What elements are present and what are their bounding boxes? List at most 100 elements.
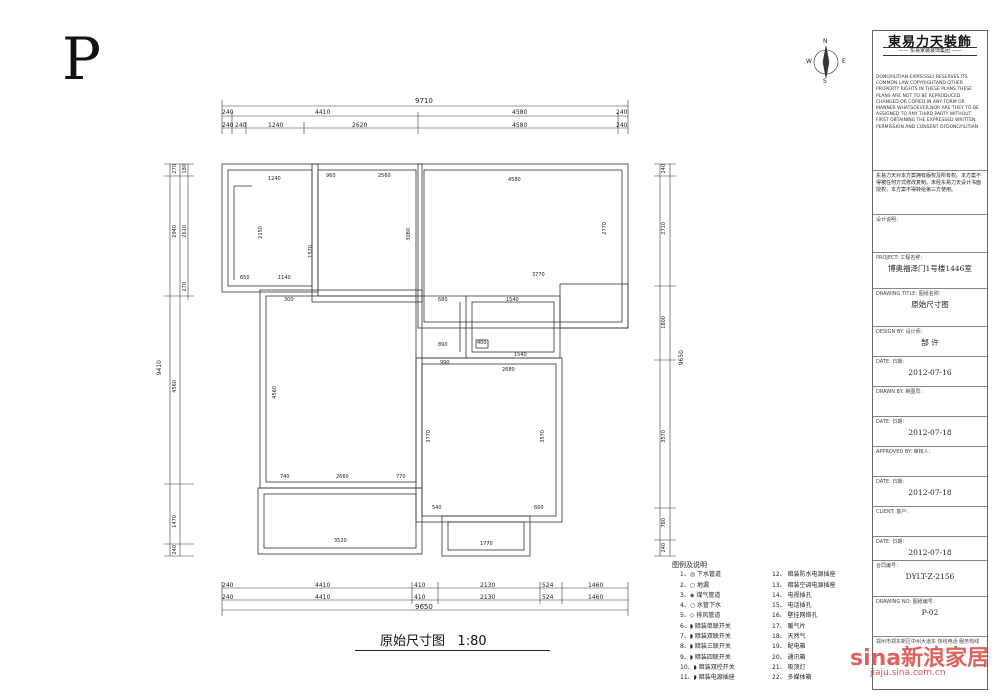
legend-item: 22、 多媒体箱 xyxy=(772,674,812,682)
room-dim-21: 3570 xyxy=(540,430,546,443)
company-logo: 東易力天裝飾 xyxy=(887,35,972,50)
design-by-row: DESIGN BY: 设计师： 郜 许 xyxy=(873,326,987,356)
dimension-bottom-total: 9650 xyxy=(415,603,433,611)
dimension-bottom-row1-4: 524 xyxy=(542,582,554,589)
drawing-caption: 原始尺寸图 1:80 xyxy=(380,630,487,649)
dimension-top-row1-0: 240 xyxy=(222,109,234,116)
dimension-right-1: 2710 xyxy=(661,222,667,235)
dimension-bottom-row1-5: 1460 xyxy=(588,582,604,589)
copyright-cn-text: 东易力天对本方案拥有版权及所有权。本方案不得被任何方式修改复制。未经东易力天设计… xyxy=(876,173,982,193)
legend-item: 13、 暗装空调电源插座 xyxy=(772,581,836,589)
design-by-value: 郜 许 xyxy=(921,338,939,347)
design-note-label: 设计说明： xyxy=(876,217,902,223)
room-dim-14: 890 xyxy=(438,342,448,348)
legend-item: 10、◗ 暗装双控开关 xyxy=(680,663,735,671)
title-block: 東易力天裝飾 —— 东易家装装饰集团 —— DONGYILITIAN EXPRE… xyxy=(872,30,988,690)
date1-row: DATE: 日期： 2012-07-16 xyxy=(873,356,987,386)
dimension-top-row1-2: 4580 xyxy=(512,109,528,116)
drawing-title-row: DRAWING TITLE: 图纸名称： 原始尺寸图 xyxy=(873,288,987,326)
dimension-bottom-row2-3: 2130 xyxy=(480,594,496,601)
legend-item: 15、 电话插孔 xyxy=(772,602,812,610)
room-dim-17: 990 xyxy=(440,360,450,366)
room-dim-11: 680 xyxy=(438,297,448,303)
dimension-bottom-row2-0: 240 xyxy=(222,594,234,601)
legend-item: 9、◗ 暗装四联开关 xyxy=(680,653,731,661)
dimension-bottom-row1-0: 240 xyxy=(222,582,234,589)
legend-item: 20、 通讯箱 xyxy=(772,653,806,661)
room-dim-16: 1540 xyxy=(514,352,527,358)
company-subtitle: —— 东易家装装饰集团 —— xyxy=(883,47,977,56)
room-dim-26: 540 xyxy=(432,505,442,511)
room-dim-24: 770 xyxy=(396,474,406,480)
contract-label: 合同编号： xyxy=(876,563,902,569)
dimension-top-row2-5: 240 xyxy=(616,122,628,129)
legend-item: 4、○ 水管下水 xyxy=(680,602,721,610)
dimension-right-5: 240 xyxy=(661,543,667,553)
legend-item: 14、 电视插孔 xyxy=(772,591,812,599)
room-dim-22: 740 xyxy=(280,474,290,480)
legend-title: 图例及说明 xyxy=(672,561,707,569)
dimension-right-total: 9650 xyxy=(678,350,685,366)
date3-row: DATE: 日期： 2012-07-18 xyxy=(873,476,987,506)
compass xyxy=(813,45,839,79)
drawn-by-row: DRAWN BY: 制图员： xyxy=(873,386,987,416)
date3-value: 2012-07-18 xyxy=(908,488,952,497)
dimension-top-row2-1: 240 xyxy=(235,122,247,129)
dimension-left-total: 9410 xyxy=(156,360,163,376)
caption-scale: 1:80 xyxy=(457,634,487,649)
project-label: PROJECT: 工程名称： xyxy=(876,255,926,261)
drawing-no-value: P-02 xyxy=(921,608,939,617)
contract-value: DYLT-Z-2156 xyxy=(905,572,955,581)
dimension-lines xyxy=(164,100,676,616)
date2-value: 2012-07-18 xyxy=(908,428,952,437)
drawing-no-row: DRAWING NO: 图纸编号： P-02 xyxy=(873,596,987,636)
dimension-left-3: 1470 xyxy=(172,515,178,528)
drawing-no-label: DRAWING NO: 图纸编号： xyxy=(876,599,938,605)
room-dim-1: 960 xyxy=(326,173,336,179)
sina-watermark-url: jiaju.sina.com.cn xyxy=(870,668,946,678)
date1-label: DATE: 日期： xyxy=(876,359,908,365)
legend-right-column: 12、 暗装防水电源插座 13、 暗装空调电源插座 14、 电视插孔 15、 电… xyxy=(772,570,860,683)
floor-plan-drawing xyxy=(164,45,839,616)
room-dim-19: 4560 xyxy=(272,386,278,399)
dimension-bottom-row2-1: 4410 xyxy=(315,594,331,601)
legend-item: 7、◗ 暗装双联开关 xyxy=(680,633,731,641)
client-label: CLIENT: 客户： xyxy=(876,509,912,515)
dimension-left2-1: 2610 xyxy=(182,225,188,238)
legend: 图例及说明 1、◎ 下水管道 2、○ 地漏 3、◈ 煤气管道 4、○ 水管下水 … xyxy=(672,560,860,684)
dimension-top-row2-2: 1240 xyxy=(268,122,284,129)
compass-north: N xyxy=(823,38,828,45)
dimension-left-2: 4560 xyxy=(172,380,178,393)
dimension-top-row2-4: 4580 xyxy=(512,122,528,129)
legend-left-column: 1、◎ 下水管道 2、○ 地漏 3、◈ 煤气管道 4、○ 水管下水 5、◇ 排风… xyxy=(680,570,768,683)
dimension-left-4: 240 xyxy=(172,545,178,555)
copyright-english: DONGYILITIAN EXPRESSLY RESERVES ITS COMM… xyxy=(876,75,979,130)
dimension-top-row2-3: 2620 xyxy=(352,122,368,129)
sheet-letter: P xyxy=(62,25,102,93)
compass-west: W xyxy=(806,58,812,65)
dimension-right-4: 780 xyxy=(661,518,667,528)
dimension-right-0: 240 xyxy=(661,164,667,174)
compass-east: E xyxy=(842,58,846,65)
date3-label: DATE: 日期： xyxy=(876,479,908,485)
drawing-title-value: 原始尺寸图 xyxy=(911,300,949,309)
room-dim-25: 3520 xyxy=(334,538,347,544)
legend-item: 18、 天然气 xyxy=(772,633,806,641)
dimension-right-3: 3570 xyxy=(661,430,667,443)
dimension-bottom-row1-3: 2130 xyxy=(480,582,496,589)
dimension-bottom-row2-5: 1460 xyxy=(588,594,604,601)
date2-row: DATE: 日期： 2012-07-18 xyxy=(873,416,987,446)
approved-row: APPROVED BY: 审核人： xyxy=(873,446,987,476)
client-row: CLIENT: 客户： xyxy=(873,506,987,536)
legend-item: 1、◎ 下水管道 xyxy=(680,571,721,579)
dimension-right-2: 1800 xyxy=(661,316,667,329)
dimension-top-row2-0: 240 xyxy=(222,122,234,129)
legend-item: 5、◇ 排风管道 xyxy=(680,612,721,620)
legend-item: 3、◈ 煤气管道 xyxy=(680,591,721,599)
dimension-bottom-row1-2: 410 xyxy=(414,582,426,589)
caption-underline xyxy=(355,650,550,651)
date2-label: DATE: 日期： xyxy=(876,419,908,425)
address-row: 郑州市郑东新区中州大道东 热线电话 服务热线 xyxy=(873,636,987,676)
room-dim-13: 1540 xyxy=(506,297,519,303)
drawn-by-label: DRAWN BY: 制图员： xyxy=(876,389,926,395)
